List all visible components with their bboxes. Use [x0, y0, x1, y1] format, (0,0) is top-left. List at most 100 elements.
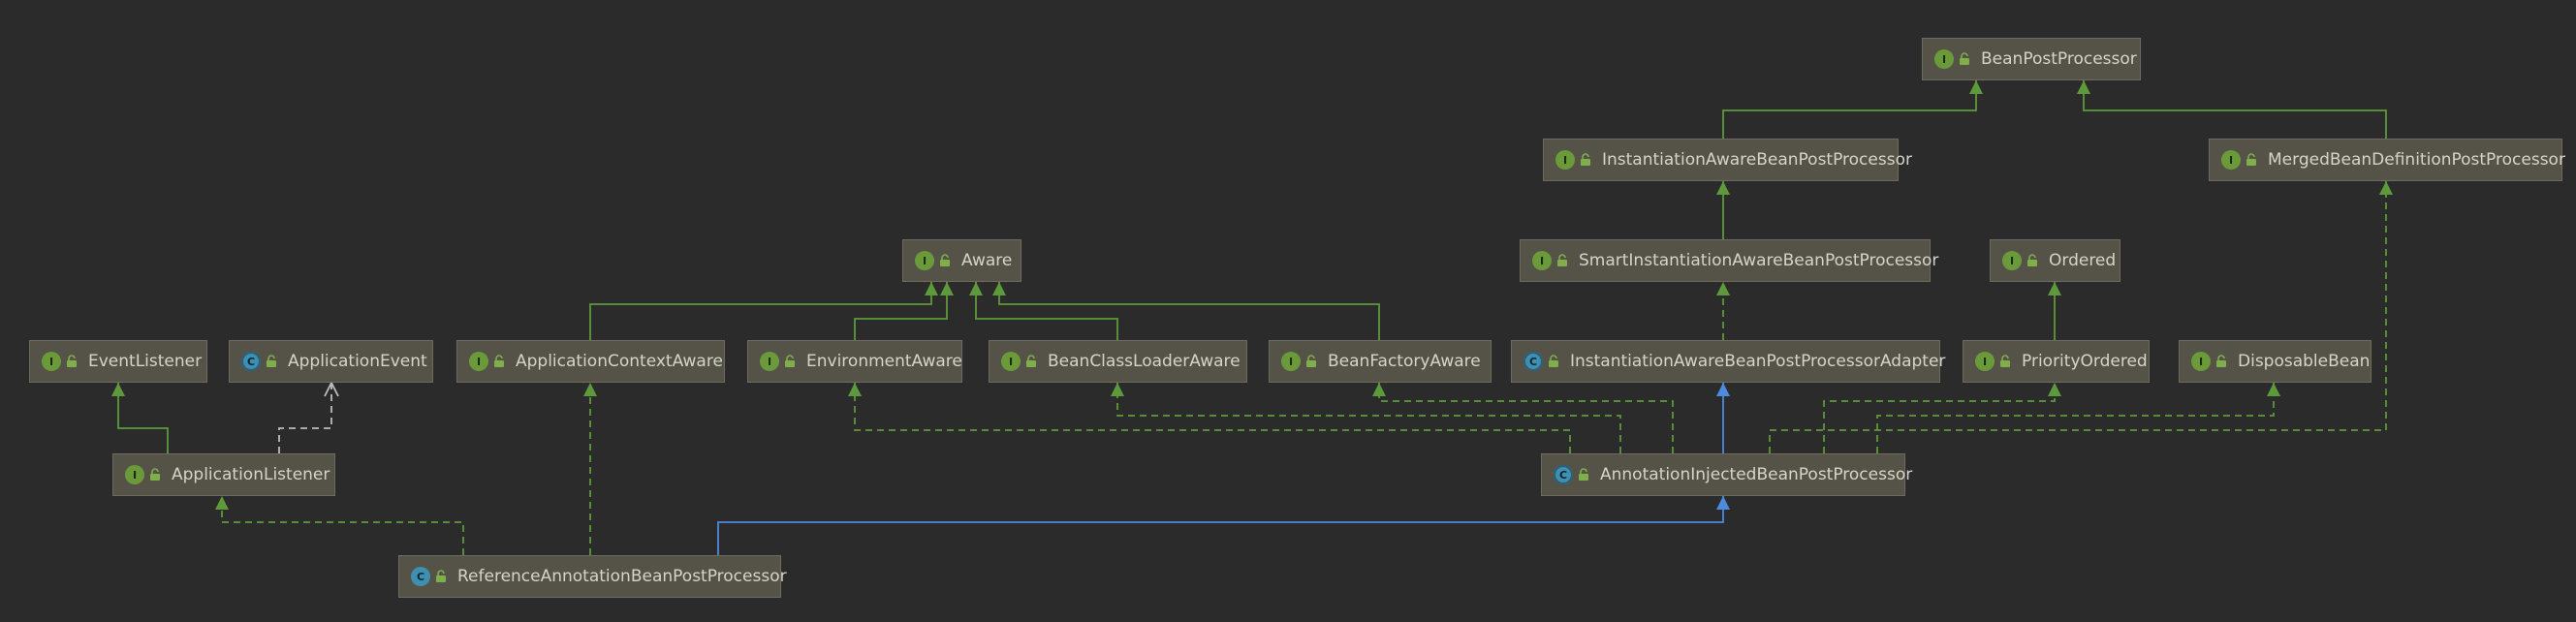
edge-line [1722, 80, 1977, 139]
arrowhead [969, 282, 983, 295]
arrowhead [1969, 80, 1983, 94]
edge-line [2083, 80, 2387, 139]
edge-implements [1372, 383, 1674, 453]
public-lock-icon [2246, 153, 2256, 166]
edge-extends-interface [992, 282, 1380, 340]
public-lock-icon [2216, 355, 2226, 367]
class-node-label: ApplicationEvent [288, 352, 427, 371]
edge-extends-interface [111, 383, 169, 453]
class-node-application-listener[interactable]: I ApplicationListener [112, 453, 335, 496]
class-node-label: ApplicationListener [172, 465, 330, 484]
arrowhead-open [324, 380, 339, 397]
interface-icon: I [1281, 352, 1301, 371]
arrowhead [940, 282, 954, 295]
class-node-label: PriorityOrdered [2022, 352, 2148, 371]
arrowhead [1716, 383, 1730, 396]
class-node-instantiation-aware-bean-post-processor-adapter[interactable]: C InstantiationAwareBeanPostProcessorAdap… [1511, 340, 1945, 383]
class-node-label: BeanPostProcessor [1981, 49, 2137, 69]
edge-line [1769, 181, 2387, 453]
arrowhead [111, 383, 125, 396]
edge-implements [848, 383, 1571, 453]
class-node-environment-aware[interactable]: I EnvironmentAware [747, 340, 962, 383]
class-node-merged-bean-definition-post-processor[interactable]: I MergedBeanDefinitionPostProcessor [2209, 139, 2565, 181]
class-node-label: AnnotationInjectedBeanPostProcessor [1600, 465, 1913, 484]
public-lock-icon [1549, 355, 1558, 367]
arrowhead [1716, 496, 1730, 510]
class-node-label: InstantiationAwareBeanPostProcessorAdapt… [1570, 352, 1946, 371]
class-node-ordered[interactable]: I Ordered [1990, 239, 2120, 282]
public-lock-icon [785, 355, 795, 367]
arrowhead [2048, 282, 2061, 295]
public-lock-icon [150, 468, 160, 481]
arrowhead [1716, 181, 1730, 195]
abstract-class-icon: C [1524, 352, 1543, 371]
edge-extends-interface [1716, 181, 1730, 239]
edge-line [221, 496, 464, 555]
class-node-label: DisposableBean [2238, 352, 2371, 371]
public-lock-icon [494, 355, 504, 367]
class-node-priority-ordered[interactable]: I PriorityOrdered [1963, 340, 2150, 383]
public-lock-icon [2027, 254, 2037, 266]
arrowhead [2267, 383, 2280, 396]
public-lock-icon [1960, 52, 1969, 65]
edge-implements [215, 496, 464, 555]
edge-line [278, 383, 332, 453]
edge-line [854, 282, 948, 340]
edge-extends-class [717, 496, 1730, 555]
edge-dependency [278, 380, 339, 453]
class-node-label: Aware [961, 251, 1013, 270]
public-lock-icon [1557, 254, 1567, 266]
public-lock-icon [267, 355, 276, 367]
class-node-label: MergedBeanDefinitionPostProcessor [2268, 150, 2565, 170]
public-lock-icon [1026, 355, 1036, 367]
class-node-label: BeanClassLoaderAware [1048, 352, 1241, 371]
edge-implements [1769, 181, 2393, 453]
class-node-label: EnvironmentAware [806, 352, 962, 371]
arrowhead [2048, 383, 2061, 396]
edge-implements [1111, 383, 1621, 453]
public-lock-icon [2000, 355, 2010, 367]
interface-icon: I [1001, 352, 1021, 371]
interface-icon: I [1975, 352, 1995, 371]
edge-implements [1716, 282, 1730, 340]
interface-icon: I [760, 352, 779, 371]
public-lock-icon [67, 355, 77, 367]
class-node-bean-class-loader-aware[interactable]: I BeanClassLoaderAware [989, 340, 1247, 383]
class-node-label: Ordered [2049, 251, 2117, 270]
edge-line [1116, 383, 1621, 453]
interface-icon: I [125, 465, 144, 484]
edge-extends-interface [969, 282, 1118, 340]
edge-line [998, 282, 1380, 340]
arrowhead [1111, 383, 1124, 396]
edge-extends-interface [589, 282, 938, 340]
edge-extends-interface [2077, 80, 2387, 139]
edge-implements [583, 383, 597, 555]
class-node-label: SmartInstantiationAwareBeanPostProcessor [1579, 251, 1939, 270]
class-node-label: ReferenceAnnotationBeanPostProcessor [457, 567, 787, 586]
abstract-class-icon: C [1554, 465, 1573, 484]
arrowhead [215, 496, 229, 510]
interface-icon: I [1555, 150, 1575, 170]
interface-icon: I [2002, 251, 2022, 270]
arrowhead [1716, 282, 1730, 295]
public-lock-icon [436, 570, 446, 582]
public-lock-icon [1581, 153, 1590, 166]
edge-extends-interface [2048, 282, 2061, 340]
interface-icon: I [42, 352, 61, 371]
public-lock-icon [940, 254, 950, 266]
class-node-annotation-injected-bean-post-processor[interactable]: C AnnotationInjectedBeanPostProcessor [1541, 453, 1912, 496]
edge-line [1823, 383, 2056, 453]
edge-extends-class [1716, 383, 1730, 453]
interface-icon: I [2221, 150, 2241, 170]
